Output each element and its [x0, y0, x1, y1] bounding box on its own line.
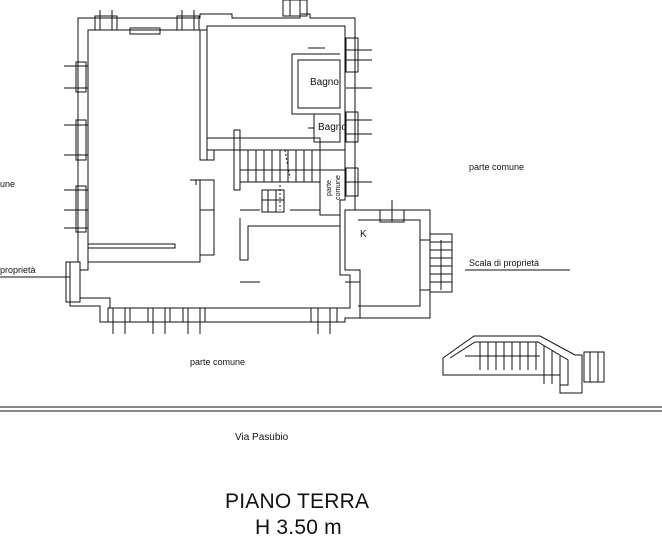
stair-treads [247, 150, 313, 182]
bathroom-lower-label: Bagno [318, 122, 347, 133]
parte-comune-bottom-label: parte comune [190, 357, 246, 367]
external-stair [429, 233, 453, 293]
parte-comune-vertical-b: comune [335, 175, 342, 200]
garden-stair [442, 335, 583, 394]
floor-height: H 3.50 m [255, 516, 342, 539]
street-name: Via Pasubio [235, 432, 289, 443]
interior-wall-left [199, 30, 208, 161]
floor-title: PIANO TERRA [225, 490, 370, 513]
parte-comune-vertical-a: parte [326, 180, 333, 196]
outer-wall-inner [79, 25, 351, 309]
room-k-label: K [360, 229, 367, 240]
bathroom-lower [313, 113, 341, 143]
scala-di-proprieta-label: Scala di proprietà [469, 258, 540, 268]
parte-comune-left-label: une [0, 179, 16, 189]
parte-comune-right-label: parte comune [469, 162, 525, 172]
proprieta-left-label: proprietà [0, 265, 36, 275]
bathroom-upper [297, 59, 341, 109]
annex-k [345, 209, 431, 319]
bathroom-upper-label: Bagno [310, 77, 339, 88]
